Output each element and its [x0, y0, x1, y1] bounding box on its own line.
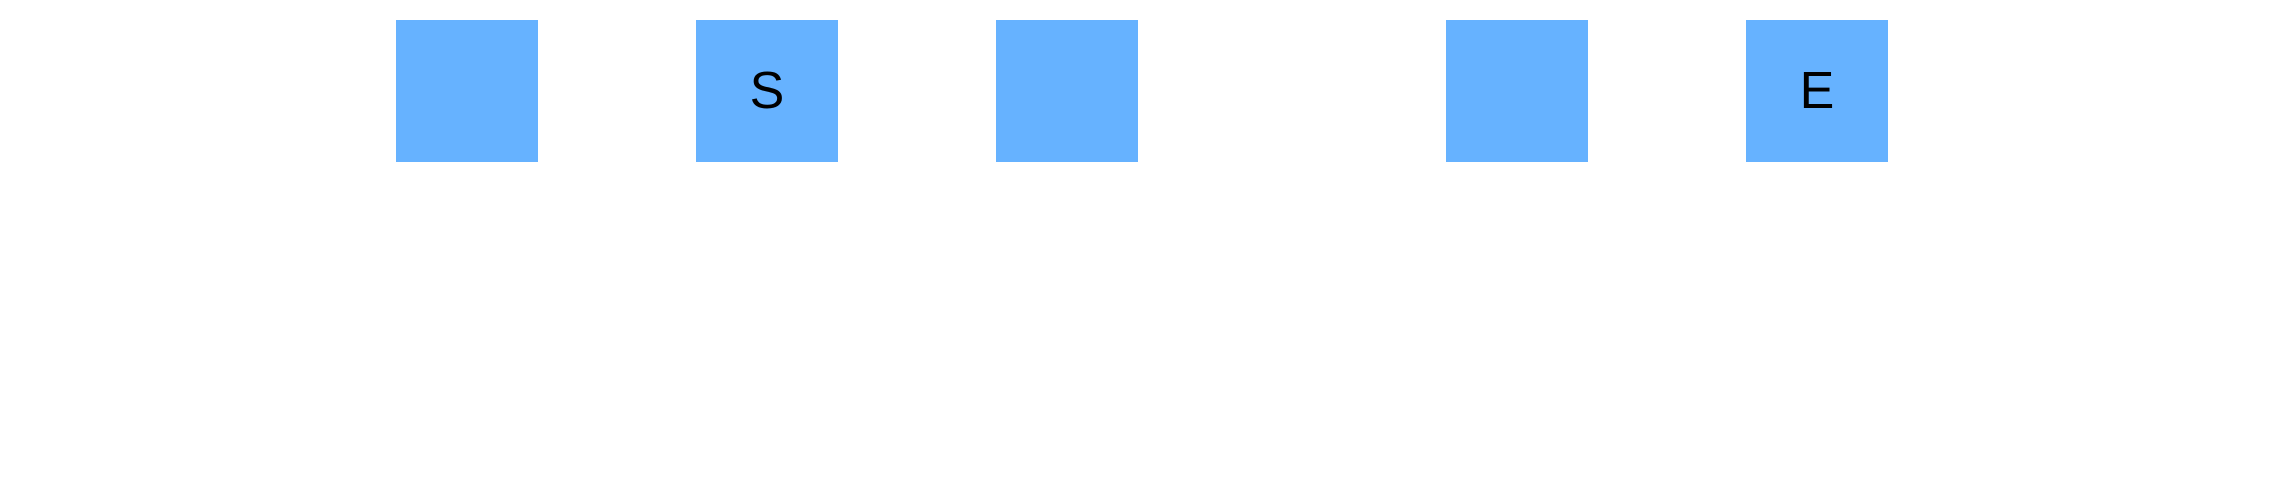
grid-cell: [396, 20, 538, 162]
grid-cell: [996, 20, 1138, 162]
grid-cell: [1446, 20, 1588, 162]
grid-cell-end: E: [1746, 20, 1888, 162]
cell-label-start: S: [749, 62, 785, 120]
grid-cell-start: S: [696, 20, 838, 162]
cell-label-end: E: [1799, 62, 1835, 120]
